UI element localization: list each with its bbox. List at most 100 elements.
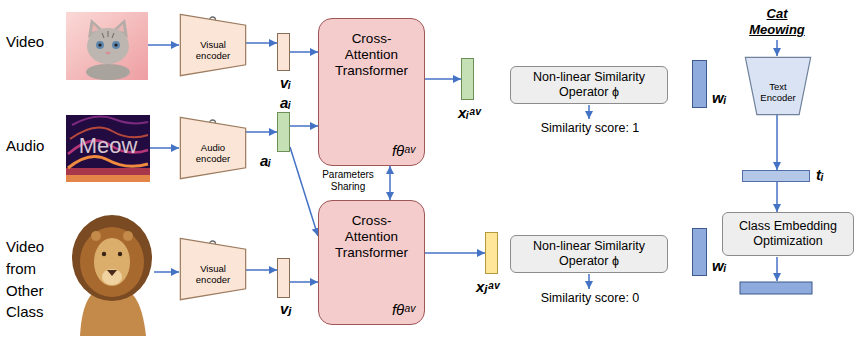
- text-holder: fθᵃᵛ: [392, 301, 415, 319]
- node-text: Audio encoder: [186, 142, 240, 165]
- spectrogram-band: [66, 168, 150, 182]
- math-label: vᵢ: [280, 74, 291, 92]
- connector-arrow: [290, 281, 318, 283]
- math-label: tᵢ: [816, 166, 824, 184]
- cat-pupil: [114, 43, 117, 46]
- cat-eye: [112, 41, 120, 49]
- connector-arrow: [246, 131, 277, 133]
- feature-vector: vⱼ: [277, 258, 290, 298]
- edge-label: Parameters Sharing: [318, 169, 378, 193]
- transformer-box: Cross-Attention Transformer fθᵃᵛ: [318, 18, 425, 166]
- connector-arrow: [425, 78, 461, 80]
- input-arrow: [776, 40, 778, 56]
- lion-mane: [80, 227, 144, 297]
- feature-vector: xⱼᵃᵛ: [485, 232, 498, 274]
- node-text: Cross-Attention Transformer: [330, 31, 413, 80]
- spectrogram-band: [66, 175, 150, 182]
- feature-vector: tᵢ: [742, 170, 810, 182]
- feature-vector: wᵢ: [692, 60, 707, 108]
- spectrogram-harmonic: [72, 117, 148, 125]
- feature-vector: xᵢᵃᵛ: [461, 58, 474, 100]
- cat-body: [86, 64, 130, 80]
- score-arrow: [588, 105, 590, 119]
- text-holder: Non-linear Similarity Operator ϕ: [511, 236, 667, 272]
- text-holder: fθᵃᵛ: [392, 142, 415, 160]
- math-label: fθᵃᵛ: [392, 301, 415, 319]
- lion-eye: [102, 252, 106, 256]
- cat-stripes: [102, 31, 114, 38]
- math-label: vⱼ: [280, 300, 292, 318]
- text-holder: xⱼᵃᵛ: [476, 278, 499, 296]
- encoder-trapezoid: Audio encoder: [180, 117, 246, 179]
- text-holder: Audio encoder: [180, 117, 246, 179]
- node-text: Non-linear Similarity Operator ϕ: [517, 70, 661, 100]
- connector-arrow: [290, 147, 318, 236]
- row-label: Video: [6, 33, 44, 51]
- text-holder: tᵢ: [816, 166, 824, 184]
- input-arrow: [150, 147, 179, 149]
- encoder-shape: [180, 117, 245, 178]
- text-holder: wᵢ: [712, 89, 726, 107]
- spectrogram-harmonic: [68, 156, 148, 168]
- text-encoder: Text Encoder: [745, 57, 811, 115]
- similarity-operator: Non-linear Similarity Operator ϕ: [510, 235, 668, 273]
- math-label: wᵢ: [712, 257, 726, 275]
- encoder-trapezoid: Visual encoder: [180, 238, 246, 300]
- input-arrow: [148, 44, 179, 46]
- connector-arrow: [776, 115, 778, 170]
- cat-eye: [96, 41, 104, 49]
- text-holder: Text Encoder: [745, 57, 811, 115]
- connector-arrow: [290, 125, 318, 127]
- lion-eye: [118, 252, 122, 256]
- math-label: xⱼᵃᵛ: [476, 278, 499, 296]
- feature-vector: aᵢ: [277, 112, 290, 152]
- text-holder: Visual encoder: [180, 238, 246, 300]
- class-name: Cat Meowing: [742, 6, 812, 37]
- cat-nose: [105, 52, 111, 55]
- node-text: Class Embedding Optimization: [729, 219, 847, 249]
- row-label: Video from Other Class: [6, 236, 58, 323]
- spectrogram: [66, 115, 150, 182]
- node-text: Visual encoder: [186, 263, 240, 286]
- row-label: Audio: [6, 137, 44, 155]
- connector-arrow: [246, 42, 277, 44]
- score-label: Similarity score: 1: [530, 121, 650, 136]
- cat-head: [87, 28, 129, 64]
- text-holder: vⱼ: [280, 300, 292, 318]
- encoder-shape: [180, 14, 245, 75]
- text-holder: Class Embedding Optimization: [723, 213, 853, 255]
- connector-arrow: [425, 252, 485, 254]
- encoder-trapezoid: Visual encoder: [180, 14, 246, 76]
- connector-arrow: [246, 269, 277, 271]
- node-text: Visual encoder: [186, 39, 240, 62]
- feature-vector: vᵢ: [277, 33, 290, 71]
- node-text: Cross-Attention Transformer: [330, 213, 413, 262]
- lion-face: [94, 238, 130, 286]
- lion-ear: [91, 231, 101, 241]
- optimization-box: Class Embedding Optimization: [722, 212, 854, 256]
- connector-arrow: [389, 166, 391, 200]
- node-text: Non-linear Similarity Operator ϕ: [517, 239, 661, 269]
- similarity-operator: Non-linear Similarity Operator ϕ: [510, 66, 668, 104]
- feature-vector: wᵢ: [692, 228, 707, 276]
- math-label: fθᵃᵛ: [392, 142, 415, 160]
- connector-arrow: [776, 182, 778, 212]
- lion-muzzle: [102, 269, 122, 285]
- connector-arrow: [290, 51, 318, 53]
- output-arrow: [776, 257, 778, 281]
- text-holder: aᵢ: [280, 94, 291, 112]
- lion-mane: [72, 215, 152, 301]
- math-label: xᵢᵃᵛ: [458, 104, 481, 122]
- input-arrow: [154, 271, 179, 273]
- node-text: Text Encoder: [757, 81, 799, 104]
- text-holder: xᵢᵃᵛ: [458, 104, 481, 122]
- feature-label: aᵢ: [260, 152, 271, 170]
- spectrogram-word: Meow: [66, 133, 150, 159]
- text-holder: vᵢ: [280, 74, 291, 92]
- cat-pupil: [98, 43, 101, 46]
- text-holder: Non-linear Similarity Operator ϕ: [511, 67, 667, 103]
- lion-ear: [123, 231, 133, 241]
